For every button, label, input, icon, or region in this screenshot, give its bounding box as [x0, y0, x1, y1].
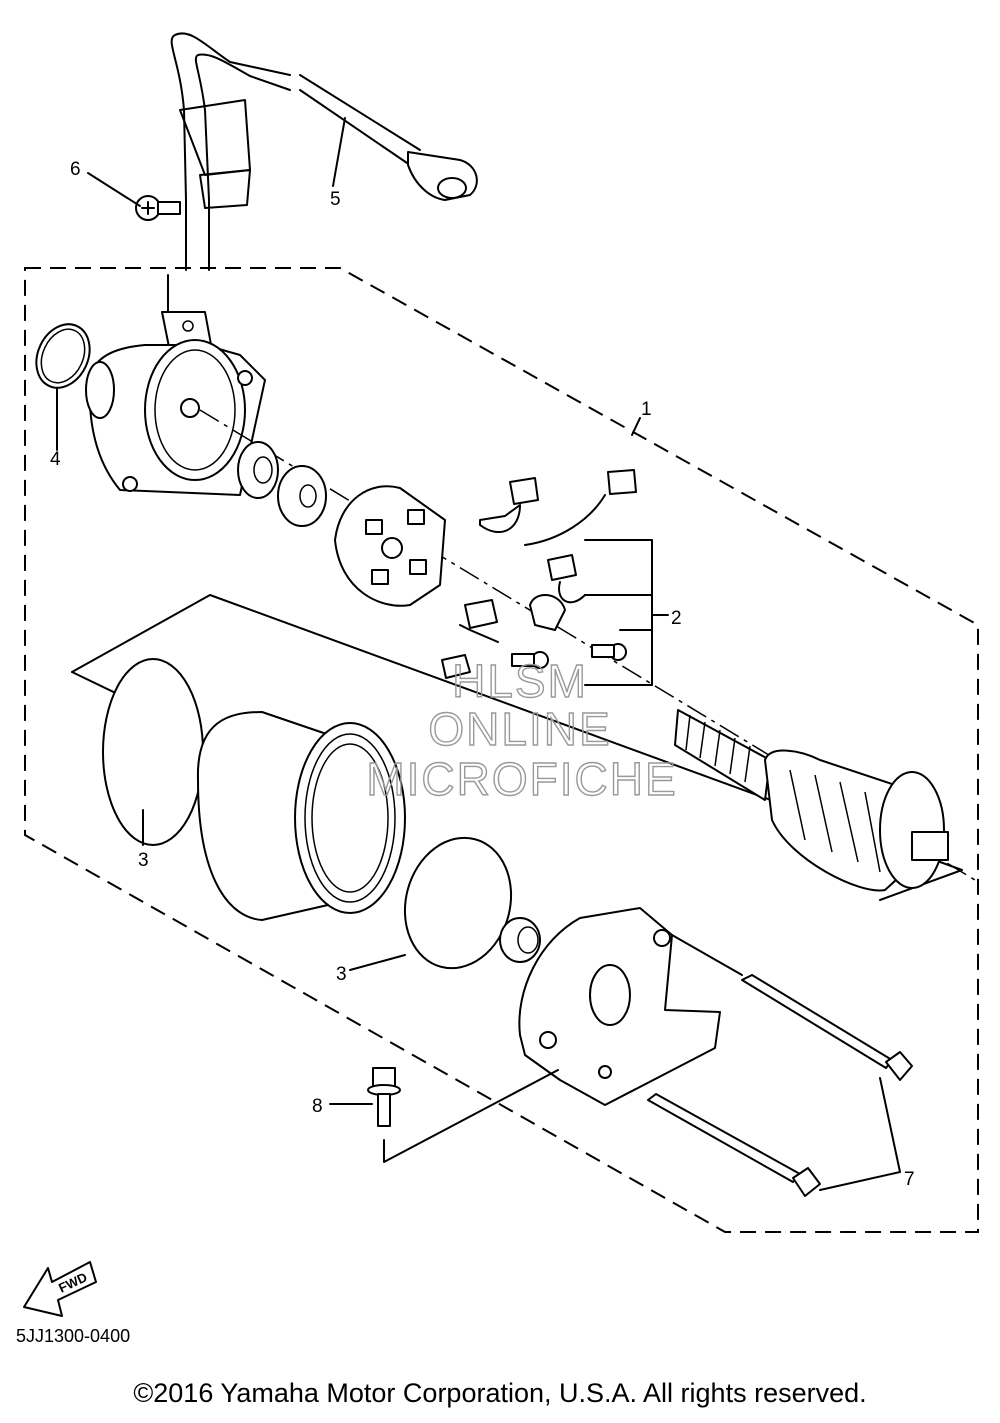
svg-text:MICROFICHE: MICROFICHE	[366, 753, 677, 805]
gasket-rear	[403, 836, 513, 970]
armature	[674, 709, 949, 892]
lead-wire	[161, 32, 478, 353]
copyright-notice: ©2016 Yamaha Motor Corporation, U.S.A. A…	[133, 1378, 867, 1408]
yoke	[196, 711, 406, 921]
callout-4: 4	[50, 449, 61, 470]
front-cover	[85, 339, 266, 496]
callout-2: 2	[671, 608, 682, 629]
fwd-arrow-icon: FWD	[23, 1261, 97, 1317]
callout-1: 1	[641, 399, 652, 420]
callout-5: 7	[904, 1169, 915, 1190]
callout-3-front: 3	[138, 850, 149, 871]
brush-set	[441, 469, 669, 686]
brush-holder	[334, 485, 446, 607]
callout-6: 5	[330, 189, 341, 210]
screw-small	[135, 195, 181, 221]
bearing-washer	[237, 441, 279, 499]
callout-3-rear: 3	[336, 964, 347, 985]
svg-text:HLSM: HLSM	[452, 655, 588, 707]
callout-8: 8	[312, 1096, 323, 1117]
svg-text:ONLINE: ONLINE	[428, 703, 611, 755]
callout-7: 6	[70, 159, 81, 180]
bushing	[499, 917, 541, 963]
gasket-front	[102, 658, 204, 846]
assembly-boundary	[24, 267, 979, 1233]
through-bolt-lower	[647, 1093, 821, 1197]
through-bolt-upper	[741, 974, 913, 1081]
diagram-code: 5JJ1300-0400	[16, 1326, 131, 1346]
rear-cover	[518, 907, 721, 1106]
thrust-washer	[277, 465, 327, 527]
watermark: HLSM ONLINE MICROFICHE	[366, 654, 677, 805]
flange-bolt	[367, 1067, 401, 1127]
